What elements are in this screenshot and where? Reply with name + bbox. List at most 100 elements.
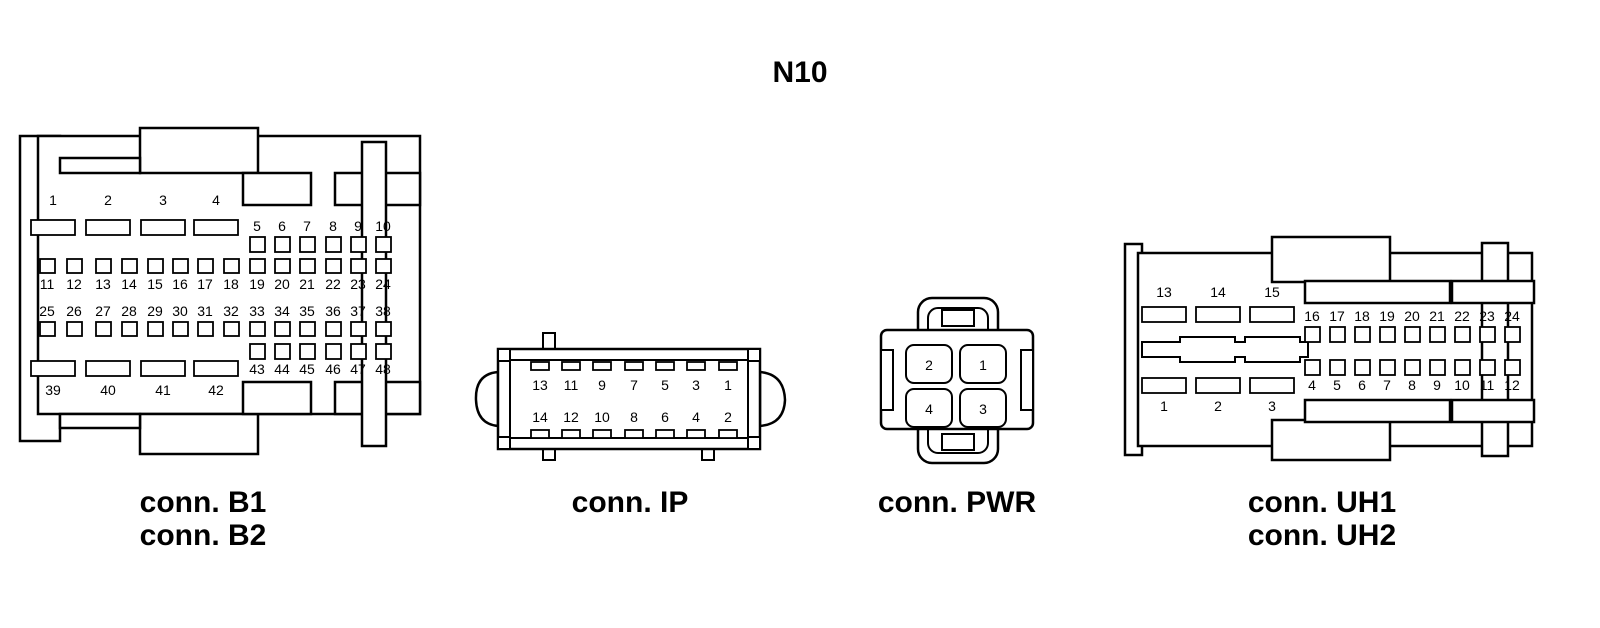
pin-label: 10 bbox=[375, 218, 391, 234]
pin-cavity bbox=[1379, 326, 1396, 343]
pin-label: 1 bbox=[724, 377, 732, 393]
pin-cavity bbox=[1504, 359, 1521, 376]
pin-cavity bbox=[592, 429, 612, 439]
pin-label: 21 bbox=[1429, 308, 1445, 324]
connector-uh1-caption: conn. UH1 bbox=[1248, 486, 1396, 519]
pin-cavity bbox=[249, 258, 266, 274]
pin-cavity bbox=[172, 321, 189, 337]
pin-label: 9 bbox=[598, 377, 606, 393]
pin-label: 10 bbox=[594, 409, 610, 425]
connector-pwr-bottom-latch bbox=[941, 433, 975, 451]
pin-cavity bbox=[1354, 326, 1371, 343]
pin-cavity bbox=[375, 236, 392, 253]
pin-label: 13 bbox=[95, 276, 111, 292]
pin-cavity bbox=[325, 321, 342, 337]
pin-cavity bbox=[350, 236, 367, 253]
pin-cavity bbox=[1404, 326, 1421, 343]
pin-cavity bbox=[121, 321, 138, 337]
pin-cavity bbox=[1329, 359, 1346, 376]
pin-cavity bbox=[592, 361, 612, 371]
pin-cavity bbox=[325, 258, 342, 274]
pin-cavity bbox=[30, 360, 76, 377]
pin-cavity bbox=[299, 321, 316, 337]
pin-cavity bbox=[325, 343, 342, 360]
pin-label: 14 bbox=[121, 276, 137, 292]
connector-b-right-flange bbox=[360, 140, 388, 448]
pin-cavity bbox=[172, 258, 189, 274]
pin-label: 23 bbox=[350, 276, 366, 292]
connector-ip-corner-tl bbox=[497, 348, 511, 362]
pin-cavity bbox=[95, 321, 112, 337]
pin-cavity bbox=[299, 258, 316, 274]
pin-label: 3 bbox=[979, 401, 987, 417]
pin-cavity bbox=[375, 258, 392, 274]
pin-cavity bbox=[66, 321, 83, 337]
pin-cavity bbox=[1454, 359, 1471, 376]
pin-label: 7 bbox=[303, 218, 311, 234]
pin-cavity bbox=[959, 344, 1007, 384]
pin-cavity bbox=[249, 343, 266, 360]
pin-cavity bbox=[959, 388, 1007, 428]
pin-cavity bbox=[1249, 377, 1295, 394]
pin-label: 43 bbox=[249, 361, 265, 377]
pin-label: 14 bbox=[1210, 284, 1226, 300]
pin-label: 39 bbox=[45, 382, 61, 398]
pin-label: 15 bbox=[147, 276, 163, 292]
pin-cavity bbox=[140, 360, 186, 377]
pin-cavity bbox=[350, 258, 367, 274]
pin-label: 4 bbox=[1308, 377, 1316, 393]
pin-cavity bbox=[375, 321, 392, 337]
pin-cavity bbox=[624, 429, 644, 439]
pin-cavity bbox=[1304, 359, 1321, 376]
pin-label: 26 bbox=[66, 303, 82, 319]
connector-b1-caption: conn. B1 bbox=[140, 486, 267, 519]
connector-ip-inner bbox=[509, 359, 749, 439]
pin-cavity bbox=[350, 321, 367, 337]
pin-label: 16 bbox=[172, 276, 188, 292]
pin-label: 12 bbox=[66, 276, 82, 292]
pin-cavity bbox=[147, 321, 164, 337]
pin-cavity bbox=[1454, 326, 1471, 343]
pin-cavity bbox=[1195, 306, 1241, 323]
pin-cavity bbox=[1404, 359, 1421, 376]
pin-label: 25 bbox=[39, 303, 55, 319]
pin-label: 22 bbox=[325, 276, 341, 292]
pin-cavity bbox=[274, 236, 291, 253]
pin-label: 21 bbox=[299, 276, 315, 292]
pin-cavity bbox=[193, 219, 239, 236]
connector-pwr-top-latch bbox=[941, 309, 975, 327]
pin-cavity bbox=[624, 361, 644, 371]
pin-cavity bbox=[197, 321, 214, 337]
pin-label: 11 bbox=[40, 276, 55, 292]
pin-cavity bbox=[718, 361, 738, 371]
pin-label: 41 bbox=[155, 382, 171, 398]
pin-label: 45 bbox=[299, 361, 315, 377]
pin-label: 17 bbox=[197, 276, 213, 292]
pin-label: 18 bbox=[1354, 308, 1370, 324]
pin-cavity bbox=[197, 258, 214, 274]
pin-label: 5 bbox=[661, 377, 669, 393]
pin-label: 3 bbox=[159, 192, 167, 208]
pin-cavity bbox=[223, 258, 240, 274]
pin-cavity bbox=[1304, 326, 1321, 343]
pin-label: 8 bbox=[329, 218, 337, 234]
pin-label: 13 bbox=[1156, 284, 1172, 300]
pin-label: 6 bbox=[278, 218, 286, 234]
pin-cavity bbox=[30, 219, 76, 236]
pin-label: 11 bbox=[564, 377, 579, 393]
connector-uh-right-flange bbox=[1480, 241, 1510, 458]
pin-label: 15 bbox=[1264, 284, 1280, 300]
pin-cavity bbox=[686, 429, 706, 439]
pin-label: 1 bbox=[1160, 398, 1168, 414]
pin-cavity bbox=[249, 321, 266, 337]
pin-label: 7 bbox=[630, 377, 638, 393]
pin-label: 9 bbox=[354, 218, 362, 234]
pin-label: 37 bbox=[350, 303, 366, 319]
pin-cavity bbox=[350, 343, 367, 360]
pin-cavity bbox=[1141, 306, 1187, 323]
connector-ip-corner-bl bbox=[497, 436, 511, 450]
pin-cavity bbox=[274, 343, 291, 360]
pin-label: 32 bbox=[223, 303, 239, 319]
